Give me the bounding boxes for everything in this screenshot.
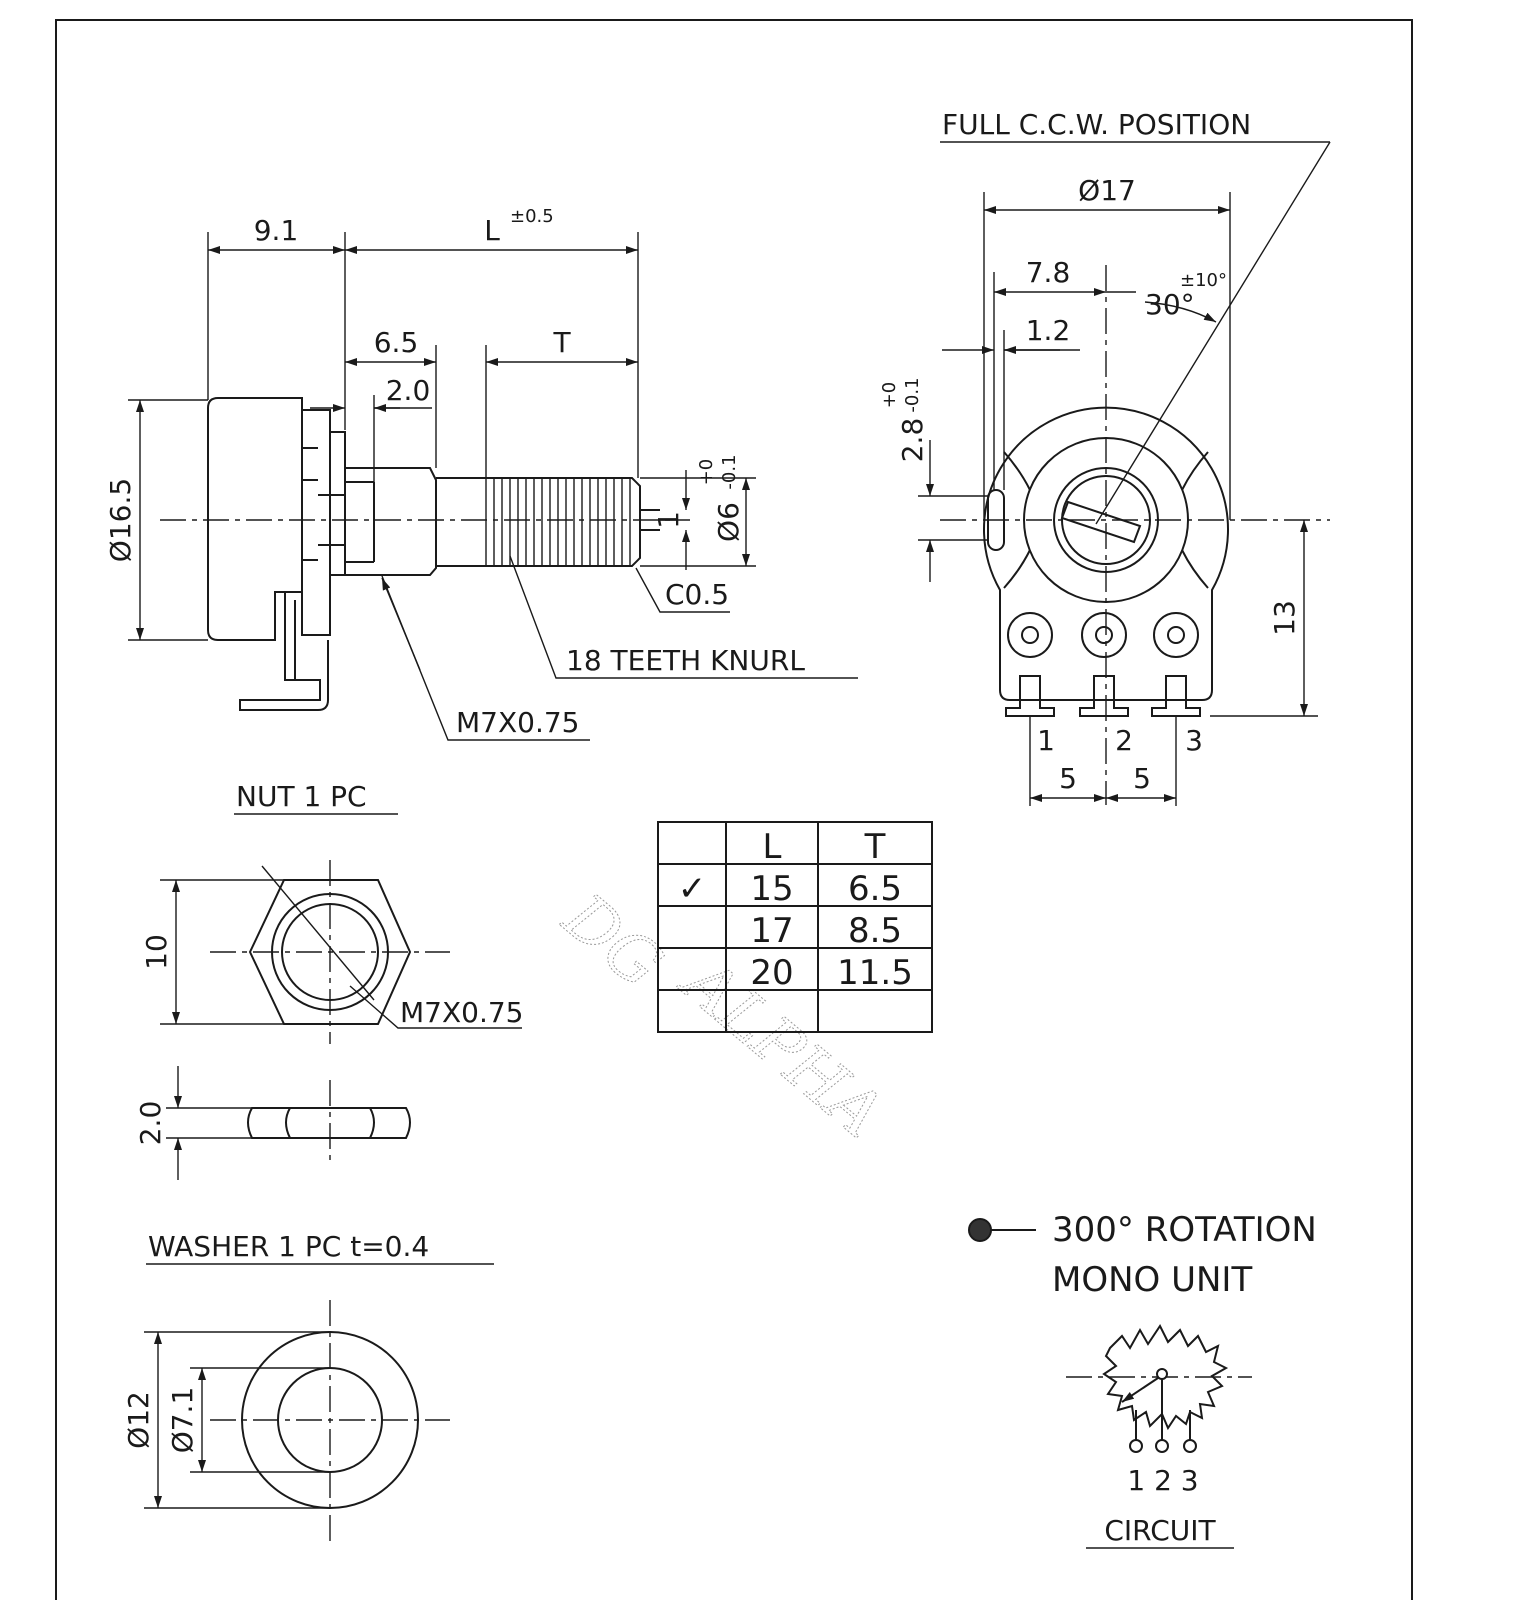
front-view: FULL C.C.W. POSITION Ø17: [879, 108, 1331, 806]
nut-dim-10: 10: [140, 934, 173, 970]
nut-view: NUT 1 PC M7X0.75 10 2.0: [134, 780, 524, 1180]
angle-tol: ±10°: [1180, 270, 1227, 291]
rotation-marker-icon: [968, 1218, 992, 1242]
size-table: L T ✓ 15 6.5 17 8.5 20 11.5: [657, 821, 933, 1033]
nut-title: NUT 1 PC: [236, 780, 367, 813]
dim-d6: Ø6: [712, 502, 745, 542]
side-view: 9.1 L ±0.5 6.5 T 2.0 Ø16.5 Ø6 -0.1 +0 1: [104, 206, 858, 741]
dim-d6-tol-upper: +0: [696, 459, 717, 486]
dim-L-tol: ±0.5: [510, 206, 554, 227]
rotation-note: 300° ROTATION: [1052, 1210, 1317, 1250]
watermark-line1: DG: [549, 880, 676, 1003]
dim-9-1: 9.1: [254, 214, 299, 247]
label-thread: M7X0.75: [456, 706, 580, 739]
nut-dim-thickness: 2.0: [134, 1101, 167, 1146]
dim-d16-5: Ø16.5: [104, 478, 137, 562]
table-row-1-T: 6.5: [848, 869, 902, 909]
table-row-3-T: 11.5: [837, 953, 913, 993]
unit-note: MONO UNIT: [1052, 1260, 1252, 1300]
circuit-symbol-icon: [1066, 1324, 1252, 1453]
table-row-3-L: 20: [750, 953, 793, 993]
table-header-L: L: [763, 827, 782, 867]
pin-3-label: 3: [1185, 724, 1203, 757]
dim-7-8: 7.8: [1026, 256, 1071, 289]
label-knurl: 18 TEETH KNURL: [566, 644, 805, 677]
sheet-border: [55, 19, 1413, 1600]
dim-6-5: 6.5: [374, 326, 419, 359]
dim-L: L: [484, 214, 500, 247]
circuit-title: CIRCUIT: [1104, 1514, 1216, 1547]
dim-2-0: 2.0: [386, 374, 431, 407]
nut-thread: M7X0.75: [400, 996, 524, 1029]
table-row-1-mark: ✓: [678, 869, 707, 909]
pitch-left: 5: [1059, 762, 1077, 795]
dim-1: 1: [652, 511, 685, 529]
table-header-T: T: [864, 827, 886, 867]
pin-2-label: 2: [1115, 724, 1133, 757]
side-view-body: [160, 397, 690, 711]
front-view-title: FULL C.C.W. POSITION: [942, 108, 1251, 141]
washer-dim-inner: Ø7.1: [166, 1387, 199, 1454]
table-row-2-L: 17: [750, 911, 793, 951]
dim-2-8-tol-upper: +0: [879, 382, 900, 409]
front-view-body: [940, 265, 1330, 805]
pin-1-label: 1: [1037, 724, 1055, 757]
washer-dim-outer: Ø12: [122, 1391, 155, 1449]
washer-view: WASHER 1 PC t=0.4 Ø12 Ø7.1: [122, 1230, 494, 1546]
angle: 30°: [1145, 288, 1195, 321]
washer-title: WASHER 1 PC t=0.4: [148, 1230, 429, 1263]
table-row-1-L: 15: [750, 869, 793, 909]
label-chamfer: C0.5: [665, 578, 729, 611]
pitch-right: 5: [1133, 762, 1151, 795]
dim-d17: Ø17: [1078, 174, 1136, 207]
notes: 300° ROTATION MONO UNIT 1 2 3 CIRCUIT: [968, 1210, 1317, 1549]
dim-13: 13: [1268, 600, 1301, 636]
dim-1-2: 1.2: [1026, 314, 1071, 347]
watermark: DG ALPHA: [548, 879, 896, 1153]
dim-d6-tol-lower: -0.1: [719, 454, 740, 489]
dim-2-8: 2.8: [896, 418, 929, 463]
dim-T: T: [552, 326, 571, 359]
table-row-2-T: 8.5: [848, 911, 902, 951]
circuit-pins: 1 2 3: [1127, 1464, 1198, 1497]
dim-2-8-tol-lower: -0.1: [902, 377, 923, 412]
